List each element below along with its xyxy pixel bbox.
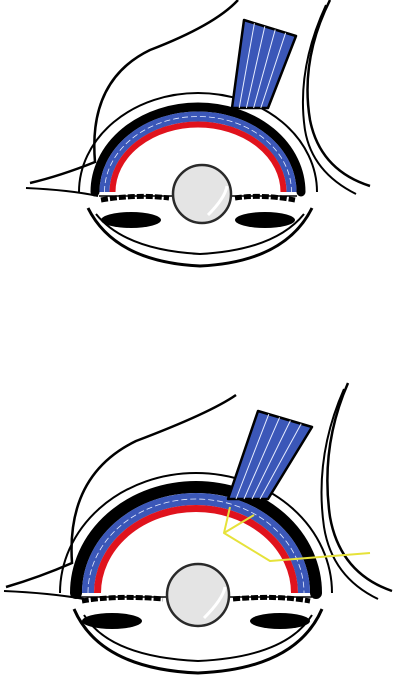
left-ciliary-band bbox=[101, 196, 169, 200]
right-ciliary-band bbox=[235, 196, 295, 200]
right-lower-blob bbox=[235, 212, 295, 228]
left-lower-blob bbox=[101, 212, 161, 228]
eye-cross-section-top bbox=[0, 0, 393, 300]
left-ciliary-band bbox=[82, 597, 163, 601]
diagram-bottom bbox=[0, 377, 393, 677]
lens-circle bbox=[173, 165, 231, 223]
lens-circle bbox=[167, 564, 229, 626]
orbit-outline-right bbox=[327, 383, 392, 591]
left-lower-blob bbox=[82, 613, 142, 629]
orbit-outline-right-lower bbox=[322, 389, 379, 599]
diagram-top bbox=[0, 0, 393, 300]
orbit-outline-right-lower bbox=[303, 5, 356, 194]
orbit-outline-left-lower bbox=[26, 188, 98, 196]
right-lower-blob bbox=[250, 613, 310, 629]
eye-cross-section-bottom bbox=[0, 377, 393, 677]
orbit-outline-left bbox=[30, 0, 238, 183]
right-ciliary-band bbox=[233, 597, 310, 601]
